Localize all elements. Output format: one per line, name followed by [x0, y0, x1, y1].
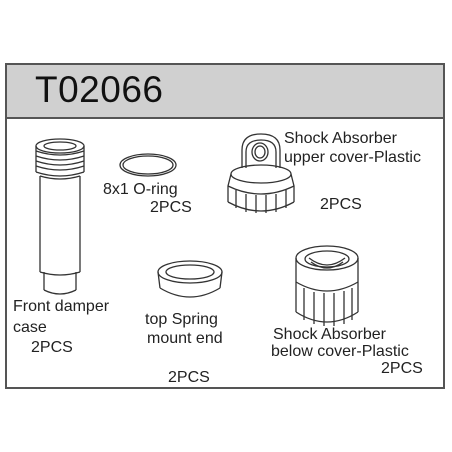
case-name-line1: Front damper	[13, 298, 110, 315]
upper-cover-name-line1: Shock Absorber	[284, 130, 397, 147]
upper-cover-name-line2: upper cover-Plastic	[284, 149, 421, 166]
case-qty: 2PCS	[31, 339, 73, 356]
upper-cover-qty: 2PCS	[320, 196, 362, 213]
spring-mount-qty: 2PCS	[168, 369, 210, 386]
oring-name: 8x1 O-ring	[103, 181, 178, 198]
lower-cover-drawing	[295, 245, 359, 326]
card-header: T02066	[7, 65, 443, 119]
upper-cover-drawing	[227, 133, 295, 213]
lower-cover-name-line2: below cover-Plastic	[271, 343, 409, 360]
lower-cover-qty: 2PCS	[381, 360, 423, 377]
spring-mount-name-line2: mount end	[147, 330, 223, 347]
part-number: T02066	[35, 69, 164, 110]
o-ring-drawing	[119, 153, 177, 177]
lower-cover-name-line1: Shock Absorber	[273, 326, 386, 343]
oring-qty: 2PCS	[150, 199, 192, 216]
front-damper-case-drawing	[35, 138, 85, 295]
spring-mount-name-line1: top Spring	[145, 311, 218, 328]
parts-card: T02066	[5, 63, 445, 389]
spring-mount-end-drawing	[157, 260, 223, 298]
case-name-line2: case	[13, 319, 47, 336]
